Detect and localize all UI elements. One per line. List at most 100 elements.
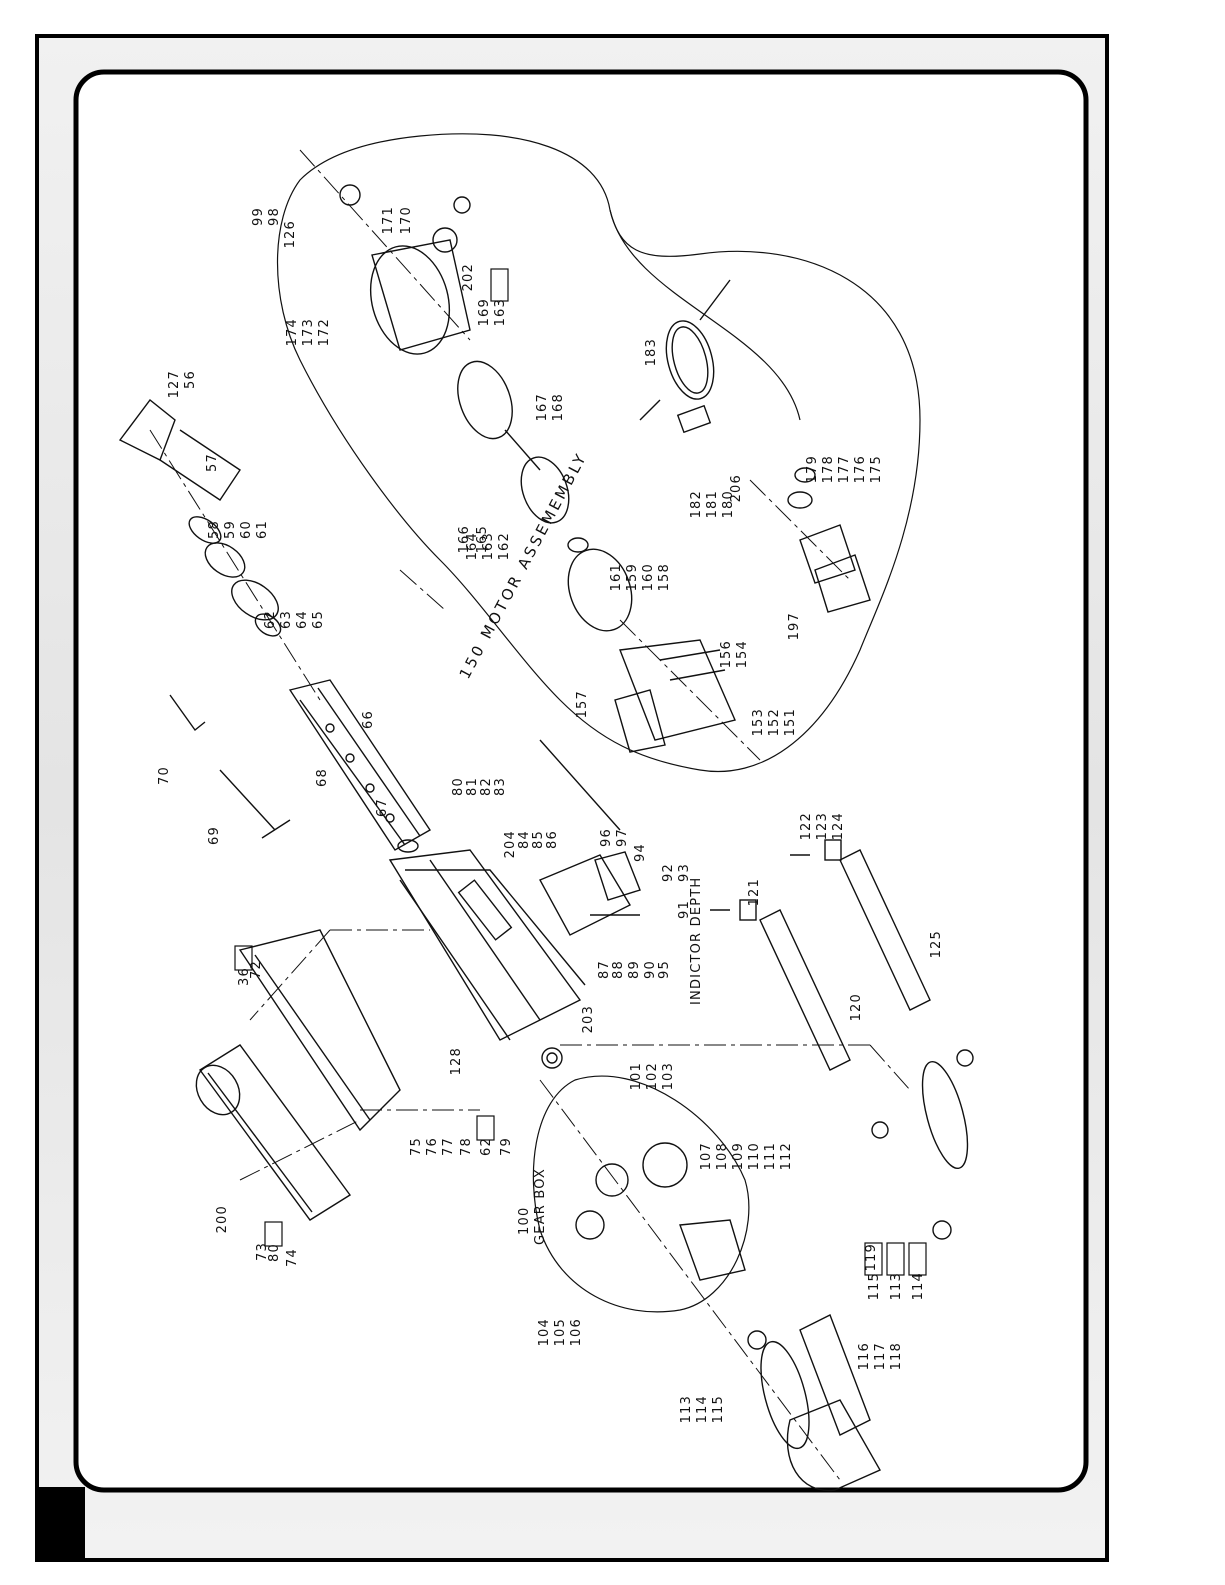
part-number-label: 75	[409, 1137, 424, 1156]
part-number-label: 73	[255, 1242, 270, 1261]
part-number-label: 127	[167, 370, 182, 398]
part-number-label: 119	[864, 1243, 879, 1271]
part-number-box	[864, 1242, 883, 1276]
infeed-table	[195, 929, 401, 1221]
feed-rollers	[710, 839, 931, 1071]
part-number-label: 164	[465, 532, 480, 560]
part-number-label: 56	[183, 370, 198, 389]
part-number-label: 159	[625, 563, 640, 591]
part-number-label: 170	[399, 206, 414, 234]
power-cord	[639, 279, 731, 434]
part-number-label: 59	[223, 520, 238, 539]
part-number-label: 206	[729, 474, 744, 502]
part-number-label: 79	[499, 1137, 514, 1156]
depth-indicator	[539, 851, 641, 936]
part-number-label: 128	[449, 1047, 464, 1075]
part-number-label: 68	[315, 768, 330, 787]
part-number-label: 91	[677, 900, 692, 919]
switch-box	[787, 467, 871, 613]
gearbox-number-label: 100	[517, 1207, 532, 1235]
part-number-label: 97	[615, 828, 630, 847]
part-number-label: 65	[311, 610, 326, 629]
part-number-label: 152	[767, 708, 782, 736]
part-number-box	[264, 1221, 283, 1247]
part-number-label: 111	[763, 1142, 778, 1170]
part-number-box	[908, 1242, 927, 1276]
part-number-label: 172	[317, 318, 332, 346]
part-number-label: 81	[465, 777, 480, 796]
part-number-label: 66	[361, 710, 376, 729]
part-number-label: 82	[479, 777, 494, 796]
part-number-label: 204	[503, 830, 518, 858]
part-number-label: 102	[645, 1062, 660, 1090]
part-number-label: 85	[531, 830, 546, 849]
part-number-label: 162	[497, 532, 512, 560]
part-number-label: 202	[461, 263, 476, 291]
motor-assembly-outline	[277, 133, 921, 773]
diagram-drawing	[118, 133, 974, 1492]
part-number-label: 203	[581, 1005, 596, 1033]
part-number-label: 178	[821, 455, 836, 483]
part-number-label: 116	[857, 1342, 872, 1370]
part-number-label: 181	[705, 490, 720, 518]
part-number-label: 117	[873, 1342, 888, 1370]
part-number-label: 76	[425, 1137, 440, 1156]
part-number-label: 153	[751, 708, 766, 736]
part-number-label: 161	[609, 563, 624, 591]
end-housing	[614, 639, 736, 753]
part-number-label: 96	[599, 828, 614, 847]
part-number-label: 99	[251, 207, 266, 226]
part-number-label: 88	[611, 960, 626, 979]
inner-panel	[73, 69, 1089, 1493]
part-number-label: 74	[285, 1248, 300, 1267]
part-number-label: 57	[205, 453, 220, 472]
gearbox-outline	[532, 1075, 750, 1313]
part-number-label: 60	[239, 520, 254, 539]
part-number-label: 120	[849, 993, 864, 1021]
part-number-label: 118	[889, 1342, 904, 1370]
part-number-label: 197	[787, 612, 802, 640]
chain-cover	[786, 1314, 881, 1492]
part-number-label: 174	[285, 318, 300, 346]
part-number-label: 176	[853, 455, 868, 483]
part-number-label: 180	[721, 490, 736, 518]
depth-indicator-label: INDICTOR DEPTH	[689, 877, 704, 1005]
motor-housing	[339, 184, 471, 355]
part-number-label: 98	[267, 207, 282, 226]
cutterhead	[288, 679, 431, 853]
part-number-label: 62	[263, 610, 278, 629]
part-number-label: 106	[569, 1318, 584, 1346]
part-number-label: 115	[867, 1272, 882, 1300]
part-number-label: 112	[779, 1142, 794, 1170]
part-number-label: 101	[629, 1062, 644, 1090]
part-number-label: 163	[493, 298, 508, 326]
part-number-label: 175	[869, 455, 884, 483]
part-number-label: 105	[553, 1318, 568, 1346]
part-number-label: 167	[535, 393, 550, 421]
part-number-label: 183	[644, 338, 659, 366]
part-number-label: 156	[719, 640, 734, 668]
part-number-label: 165	[475, 525, 490, 553]
part-number-label: 109	[731, 1142, 746, 1170]
part-number-label: 64	[295, 610, 310, 629]
part-number-label: 92	[661, 863, 676, 882]
rod-96	[539, 739, 621, 831]
part-number-label: 84	[517, 830, 532, 849]
part-number-label: 87	[597, 960, 612, 979]
part-number-label: 124	[831, 812, 846, 840]
part-number-label: 63	[279, 610, 294, 629]
part-number-label: 70	[157, 766, 172, 785]
motor-assembly-notch	[609, 209, 801, 421]
main-base	[388, 849, 586, 1069]
part-number-label: 113	[889, 1272, 904, 1300]
part-number-label: 123	[815, 812, 830, 840]
part-number-box	[886, 1242, 905, 1276]
part-number-label: 163	[481, 532, 496, 560]
part-number-label: 171	[381, 206, 396, 234]
dust-chute	[118, 399, 282, 637]
part-number-label: 200	[215, 1205, 230, 1233]
part-number-label: 169	[477, 298, 492, 326]
part-number-label: 104	[537, 1318, 552, 1346]
hex-key-70	[169, 694, 206, 732]
